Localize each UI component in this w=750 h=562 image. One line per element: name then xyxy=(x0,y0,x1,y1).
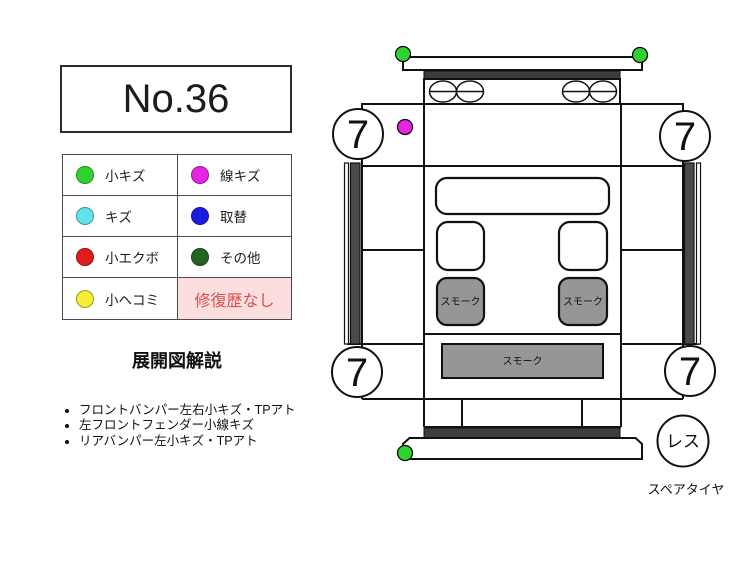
tire-badge-front-left xyxy=(332,108,384,160)
repair-history-label: 修復歴なし xyxy=(194,292,275,310)
note-item: リアバンパー左小キズ・TPアト xyxy=(79,434,360,449)
legend-label: 小ヘコミ xyxy=(105,292,159,308)
headlight-icons xyxy=(428,80,618,103)
replaced-dot-icon xyxy=(191,207,209,225)
rear-bumper xyxy=(402,437,643,460)
tire-badge-front-right xyxy=(659,110,711,162)
rear-door-window-right-smoked xyxy=(557,276,609,327)
damage-marker-left-front-fender xyxy=(396,118,414,136)
windshield xyxy=(434,176,611,216)
front-bumper xyxy=(402,56,643,71)
legend-item-replaced: 取替 xyxy=(178,196,291,237)
damage-marker-rear-bumper-left xyxy=(396,444,414,462)
damage-marker-front-bumper-left xyxy=(394,45,412,63)
smoke-label-right: スモーク xyxy=(563,296,603,308)
line-scratch-dot-icon xyxy=(191,166,209,184)
car-body-outline xyxy=(347,103,699,428)
rear-door-window-left-smoked xyxy=(435,276,486,327)
legend-item-small-scratch: 小キズ xyxy=(63,155,178,196)
legend-label: 線キズ xyxy=(220,169,261,184)
front-door-window-left xyxy=(435,220,486,272)
smoke-label-rear: スモーク xyxy=(503,356,543,368)
damage-marker-front-bumper-right xyxy=(631,46,649,64)
card-number-box: No.36 xyxy=(60,65,292,133)
note-item: 左フロントフェンダー小線キズ xyxy=(79,418,360,433)
damage-legend: 小キズ 線キズ キズ 取替 小エクボ その他 小ヘコミ 修復歴なし xyxy=(62,154,292,320)
rear-garnish xyxy=(423,427,621,439)
legend-item-line-scratch: 線キズ xyxy=(178,155,291,196)
note-item: フロントバンパー左右小キズ・TPアト xyxy=(79,403,360,418)
legend-item-scratch: キズ xyxy=(63,196,178,237)
scratch-dot-icon xyxy=(76,207,94,225)
side-sills xyxy=(343,162,702,345)
card-number: No.36 xyxy=(122,76,230,121)
damage-markers xyxy=(394,45,649,462)
legend-item-small-dimple: 小エクボ xyxy=(63,237,178,278)
repair-history-cell: 修復歴なし xyxy=(178,278,291,319)
tire-badge-rear-left xyxy=(331,346,383,398)
smoke-label-left: スモーク xyxy=(441,296,481,308)
tire-badges: 7 7 7 7 xyxy=(331,108,716,398)
spare-tire-less-badge xyxy=(656,414,710,468)
vehicle-expanded-diagram: スモーク スモーク スモーク 7 7 7 7 レス スペアタイヤ xyxy=(331,45,725,497)
explanation-title: 展開図解説 xyxy=(132,351,222,371)
spare-tire-less-label: レス xyxy=(666,432,700,451)
small-scratch-dot-icon xyxy=(76,166,94,184)
tire-badge-front-left-label: 7 xyxy=(347,113,369,157)
small-dimple-dot-icon xyxy=(76,248,94,266)
legend-label: キズ xyxy=(105,210,132,225)
spare-tire-caption: スペアタイヤ xyxy=(648,482,725,497)
legend-label: 取替 xyxy=(220,210,247,225)
tire-badge-rear-right-label: 7 xyxy=(679,350,701,394)
rear-window-smoked xyxy=(441,343,604,379)
tire-badge-rear-right xyxy=(664,345,716,397)
legend-label: 小キズ xyxy=(105,169,146,184)
tire-badge-front-right-label: 7 xyxy=(674,115,696,159)
front-door-window-right xyxy=(557,220,609,272)
small-dent-dot-icon xyxy=(76,289,94,308)
legend-item-other: その他 xyxy=(178,237,291,278)
tire-badge-rear-left-label: 7 xyxy=(346,351,368,395)
legend-label: その他 xyxy=(220,251,261,266)
legend-label: 小エクボ xyxy=(105,251,159,266)
legend-item-small-dent: 小ヘコミ xyxy=(63,278,178,319)
explanation-notes: フロントバンパー左右小キズ・TPアト 左フロントフェンダー小線キズ リアバンパー… xyxy=(60,403,360,449)
other-dot-icon xyxy=(191,248,209,266)
